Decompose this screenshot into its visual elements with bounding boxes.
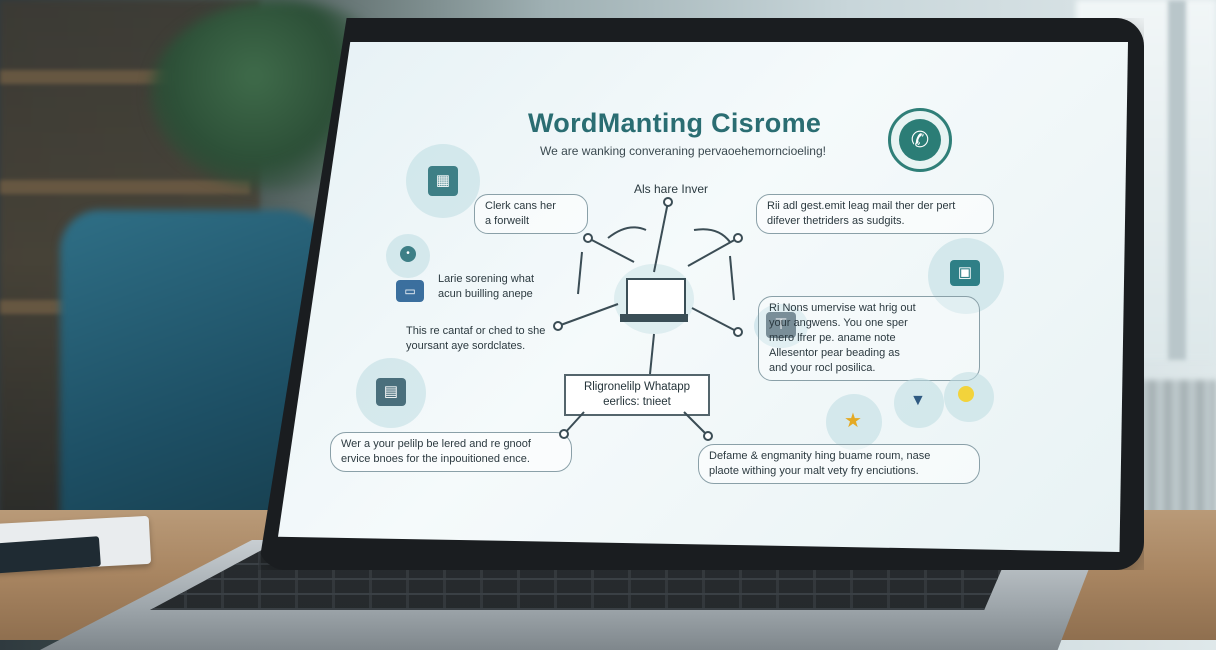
phone-icon: ✆ (899, 119, 941, 161)
chat-dot-icon: • (400, 246, 416, 262)
shelf-board (0, 180, 250, 194)
stand-icon: ⊤ (766, 312, 796, 338)
center-label: Als hare Inver (634, 182, 709, 196)
whatsapp-icon: ✆ (888, 108, 952, 172)
note-right-mid: Ri Nons umervise wat hrig out your angwe… (758, 296, 980, 381)
calendar-icon: ▦ (428, 166, 458, 196)
screen-title: WordManting Cisrome (528, 108, 822, 138)
hat-icon-bg (894, 378, 944, 428)
star-icon: ★ (844, 410, 862, 432)
laptop-screen: WordManting Cisrome We are wanking conve… (278, 42, 1128, 552)
note-left-top: Clerk cans her a forweilt (474, 194, 588, 234)
connector-arrows (553, 197, 743, 441)
note-right-top: Rii adl gest.emit leag mail ther der per… (756, 194, 994, 234)
note-left-mid: Larie sorening what acun builling anepe (438, 273, 535, 300)
hat-icon: ▼ (910, 392, 926, 409)
screen-subtitle: We are wanking converaning pervaoehemorn… (540, 144, 826, 158)
window-frame (1168, 0, 1186, 360)
laptop-icon-base (620, 314, 688, 322)
note-right-bottom: Defame & engmanity hing buame roum, nase… (698, 444, 980, 484)
center-box: Rligronelilp Whatapp eerlics: tnieet (564, 374, 710, 416)
chat-icon: ▭ (396, 280, 424, 302)
smiley-icon (958, 386, 974, 402)
note-left-mid2: This re cantaf or ched to she yoursant a… (406, 325, 546, 352)
screen-icon: ▣ (950, 260, 980, 286)
star-icon-bg (826, 394, 882, 450)
note-left-bottom: Wer a your pelilp be lered and re gnoof … (330, 432, 572, 472)
briefcase-icon: ▤ (376, 378, 406, 406)
